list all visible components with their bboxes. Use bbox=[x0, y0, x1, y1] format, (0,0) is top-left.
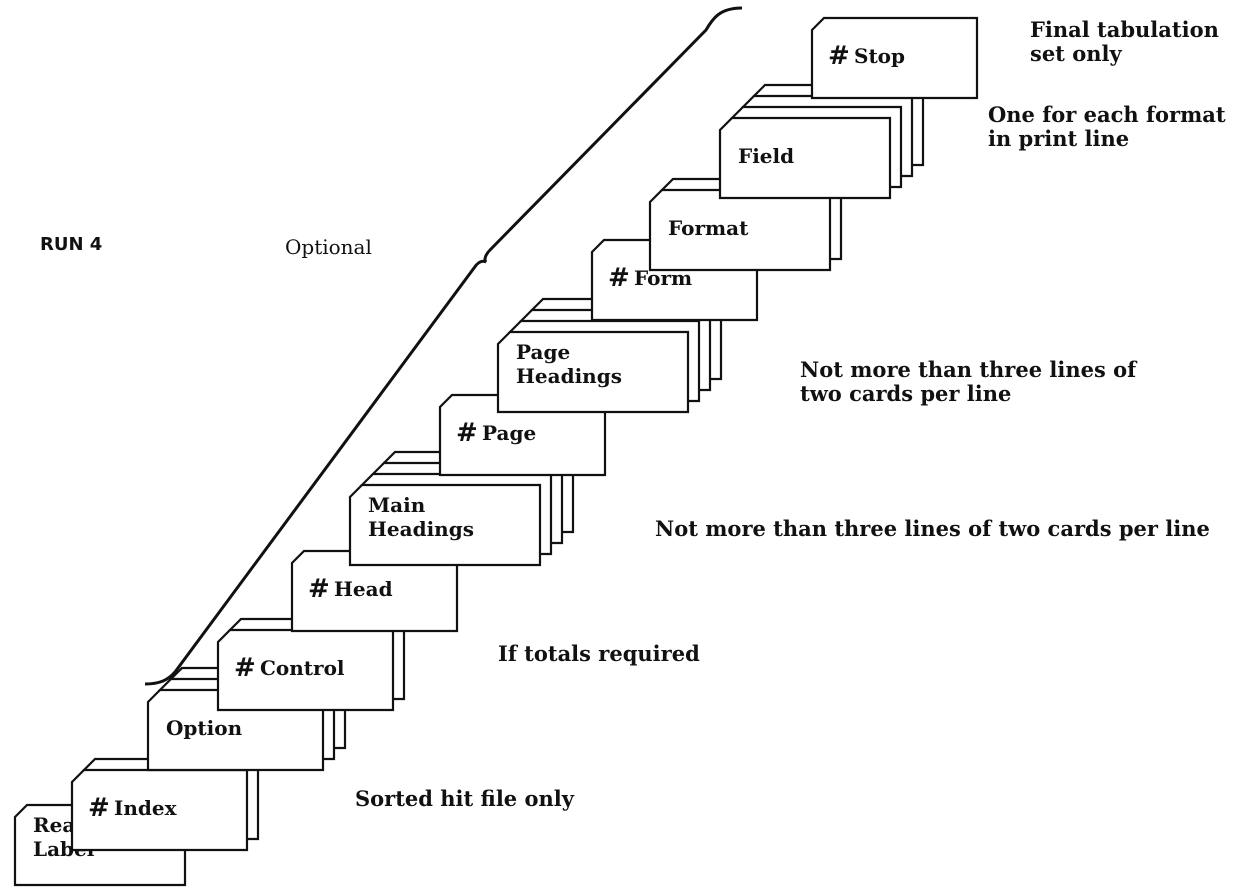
note-field: One for each format in print line bbox=[988, 103, 1226, 151]
note-field-line-2: in print line bbox=[988, 127, 1226, 151]
card-label-stop: Stop bbox=[854, 44, 905, 68]
card-label-index: Index bbox=[114, 796, 178, 820]
hash-icon: # bbox=[608, 263, 630, 293]
card-stack-control: #Control bbox=[218, 619, 404, 710]
note-stop: Final tabulation set only bbox=[1030, 18, 1219, 66]
note-field-line-1: One for each format bbox=[988, 103, 1226, 127]
card-label-format: Format bbox=[668, 216, 749, 240]
hash-icon: # bbox=[88, 793, 110, 823]
hash-icon: # bbox=[456, 418, 478, 448]
card-label-control: Control bbox=[260, 656, 345, 680]
run-label: RUN 4 bbox=[40, 234, 102, 255]
card-label-page: Page bbox=[482, 421, 536, 445]
hash-icon: # bbox=[308, 574, 330, 604]
card-label-head: Head bbox=[334, 577, 393, 601]
card-label-main-headings-line-1: Main bbox=[368, 493, 426, 517]
card-label-page-headings-line-2: Headings bbox=[516, 364, 622, 388]
note-main-headings: Not more than three lines of two cards p… bbox=[655, 517, 1210, 541]
note-page-headings-line-1: Not more than three lines of bbox=[800, 358, 1136, 382]
card-label-page-headings-line-1: Page bbox=[516, 340, 570, 364]
note-page-headings-line-2: two cards per line bbox=[800, 382, 1136, 406]
card-label-field: Field bbox=[738, 144, 794, 168]
card-stack-field: Field bbox=[720, 85, 923, 198]
note-control: If totals required bbox=[498, 642, 700, 666]
card-label-option: Option bbox=[166, 716, 243, 740]
optional-label: Optional bbox=[285, 235, 372, 259]
hash-icon: # bbox=[828, 41, 850, 71]
hash-icon: # bbox=[234, 653, 256, 683]
card-label-main-headings-line-2: Headings bbox=[368, 517, 474, 541]
note-stop-line-2: set only bbox=[1030, 42, 1219, 66]
card-stack-index: #Index bbox=[72, 759, 258, 850]
note-stop-line-1: Final tabulation bbox=[1030, 18, 1219, 42]
card-stack-stop: #Stop bbox=[812, 18, 977, 98]
note-page-headings: Not more than three lines of two cards p… bbox=[800, 358, 1136, 406]
note-index: Sorted hit file only bbox=[355, 787, 574, 811]
